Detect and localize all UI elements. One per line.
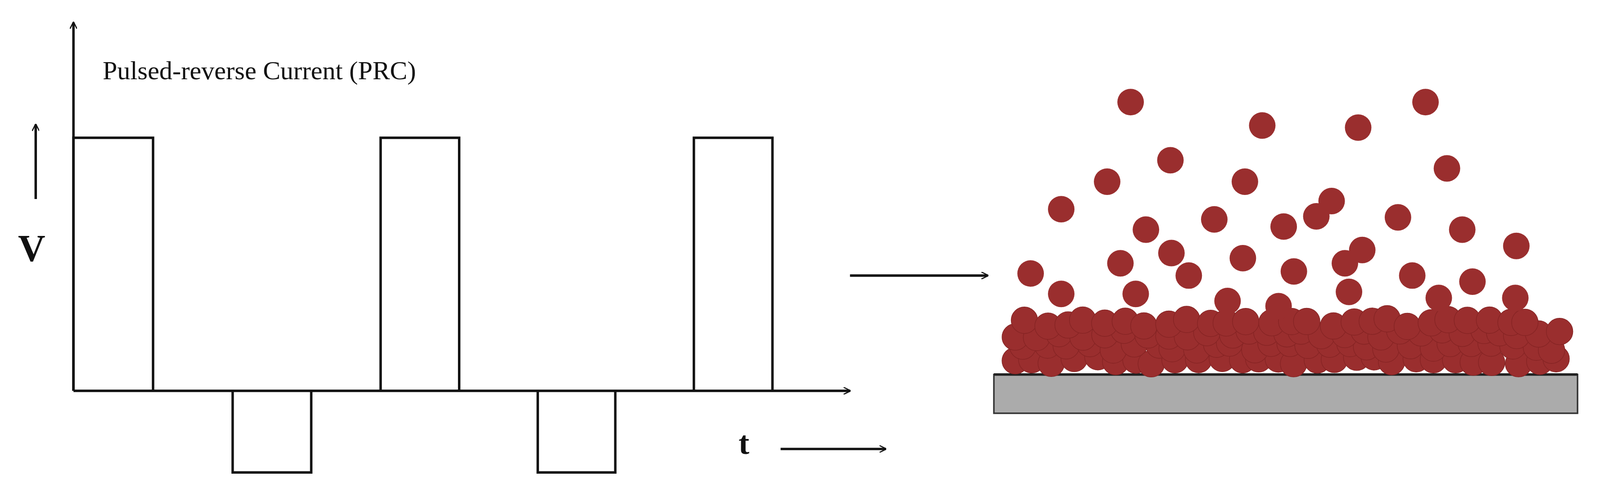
deposit-layer (1001, 305, 1573, 378)
deposit-particle (1130, 312, 1158, 340)
chart-title: Pulsed-reverse Current (PRC) (102, 57, 417, 84)
axis-label: V (18, 229, 46, 268)
waveform (73, 137, 773, 473)
deposit-particle (1010, 307, 1038, 334)
deposit-particle (1511, 308, 1539, 336)
deposit-particle (1173, 306, 1201, 333)
axis-label: t (738, 426, 750, 460)
deposit-particle (1394, 312, 1421, 340)
x-axis (73, 389, 850, 392)
free-particles (1017, 88, 1530, 320)
deposit-particle (1232, 308, 1260, 336)
t-arrow (780, 447, 886, 450)
v-arrow (34, 124, 37, 200)
substrate (993, 374, 1578, 414)
deposit-particle (1546, 318, 1573, 345)
deposit-particle (1293, 308, 1320, 335)
process-arrow (850, 274, 989, 277)
